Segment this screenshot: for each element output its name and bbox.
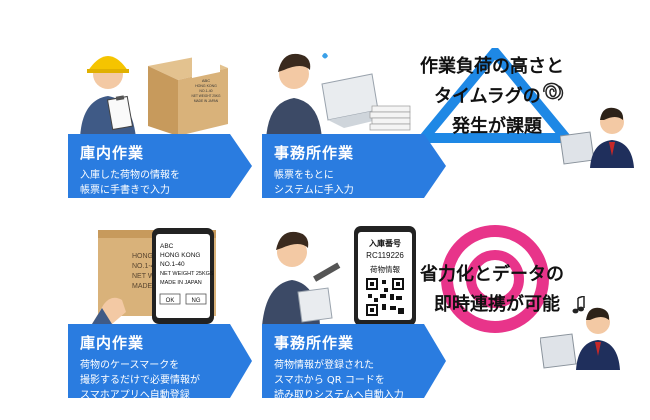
panel-title: 庫内作業 [80,144,145,162]
phone-screen-line-5: MADE IN JAPAN [160,280,202,286]
office-worker-figure [266,53,328,140]
carton-label-line-2: NO.1-40 [132,263,159,270]
panel-title: 事務所作業 [274,334,355,352]
panel-warehouse-improved: 庫内作業 荷物のケースマークを 撮影するだけで必要情報が スマホアプリへ自動登録 [68,324,252,401]
worker-figure [80,56,136,138]
box-label-line-1: ABC [202,78,210,83]
target-rings-shape [441,225,549,333]
phone-screen-line-1: ABC [160,243,174,250]
box-label-line-3: NO.1-40 [199,89,212,93]
businessman-at-laptop-top-illustration [560,107,634,168]
panel-office-current: 事務所作業 帳票をもとに システムに手入力 [262,134,446,198]
panel-title: 庫内作業 [80,334,145,352]
warehouse-worker-clipboard-illustration: ABC HONG KONG NO.1-40 NET WEIGHT 25KG MA… [80,49,228,138]
panel-description: 入庫した荷物の情報を 帳票に手書きで入力 [80,170,180,196]
handheld-scanner [313,262,341,282]
top-message-line-1: 作業負荷の高さと [420,56,564,77]
top-message-line-2: タイムラグの [434,86,541,107]
office-worker-laptop-illustration [266,53,411,140]
qr-scan-worker-illustration: 入庫番号 RC119226 荷物情報 [262,226,416,326]
qr-phone-number: RC119226 [366,251,404,260]
arrow-right-shape [424,324,446,398]
phone-screen-line-2: HONG KONG [160,252,200,259]
bottom-message-line-1: 省力化とデータの [420,264,564,285]
panel-warehouse-current: 庫内作業 入庫した荷物の情報を 帳票に手書きで入力 [68,134,252,198]
sweat-drop-icon [322,53,328,59]
laptop [297,287,333,323]
phone-scanning-carton-illustration: HONG KONG NO.1-40 NET WEIGHT 25K MADE IN… [92,228,216,324]
ng-button[interactable] [185,293,207,305]
cardboard-box [148,49,228,136]
tangled-scribble-icon [543,82,564,101]
phone-screen-line-4: NET WEIGHT 25KGS [160,271,214,277]
ng-button-label: NG [192,298,201,304]
ok-button[interactable] [159,293,181,305]
box-label-line-2: HONG KONG [195,84,217,88]
arrow-right-shape [424,134,446,198]
bottom-message-line-2: 即時連携が可能 [434,294,560,315]
panel-office-improved: 事務所作業 荷物情報が登録された スマホから QR コードを 読み取りシステムへ… [262,324,446,401]
music-note-icon [572,296,585,314]
businessman-at-laptop-bottom-illustration [540,307,620,370]
ok-button-label: OK [166,298,175,304]
box-label-line-4: NET WEIGHT 25KG [192,94,221,98]
panel-description: 荷物情報が登録された スマホから QR コードを 読み取りシステムへ自動入力 [274,360,404,401]
panel-title: 事務所作業 [274,144,355,162]
arrow-right-shape [230,134,252,198]
hand [92,297,126,324]
top-message-line-3: 発生が課題 [452,116,542,137]
qr-phone-caption: 荷物情報 [370,264,400,274]
arrow-right-shape [230,324,252,398]
document-stack [369,105,411,131]
phone-screen-line-3: NO.1-40 [160,261,185,268]
panel-description: 帳票をもとに システムに手入力 [274,170,354,196]
warning-triangle-shape [420,48,570,143]
panel-description: 荷物のケースマークを 撮影するだけで必要情報が スマホアプリへ自動登録 [80,360,200,401]
qr-code-icon [366,278,404,316]
box-label-line-5: MADE IN JAPAN [194,99,219,103]
qr-phone-header: 入庫番号 [368,238,401,248]
